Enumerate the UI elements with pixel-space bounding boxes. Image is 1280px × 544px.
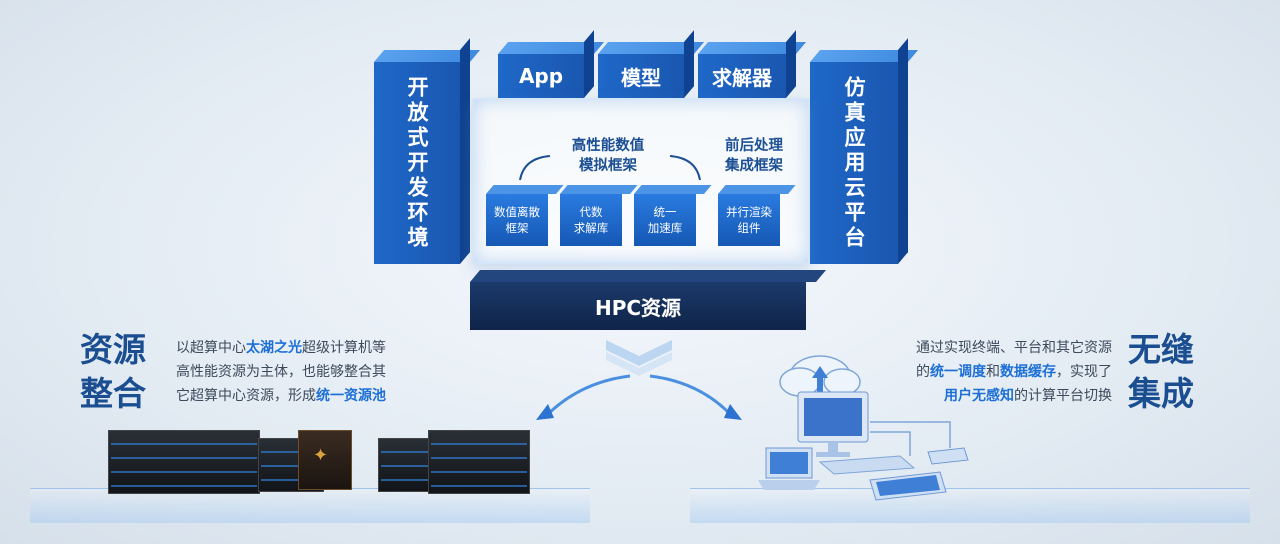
app-block: App bbox=[498, 30, 605, 98]
post-label-line1: 前后处理 bbox=[725, 138, 783, 154]
right-title-line1: 无缝 bbox=[1128, 330, 1194, 369]
left-pillar-label: 开放式开发环境 bbox=[405, 75, 429, 251]
c3-l1: 并行渲染 bbox=[726, 205, 772, 219]
split-arrows-icon bbox=[536, 374, 742, 420]
left-description: 以超算中心太湖之光超级计算机等 高性能资源为主体，也能够整合其 它超算中心资源，… bbox=[176, 336, 456, 408]
right-l2b: 和 bbox=[986, 364, 1000, 380]
sim-label-line1: 高性能数值 bbox=[571, 138, 645, 154]
left-title-line2: 整合 bbox=[80, 374, 146, 413]
supercomputer-icon: ✦ bbox=[108, 428, 530, 494]
app-block-label: App bbox=[518, 64, 564, 88]
left-pillar: 开放式开发环境 bbox=[374, 38, 481, 265]
right-pillar: 仿真应用云平台 bbox=[810, 38, 919, 265]
right-section-title: 无缝 集成 bbox=[1128, 328, 1194, 416]
right-l2-highlight2: 数据缓存 bbox=[1000, 364, 1056, 380]
sim-label-line2: 模拟框架 bbox=[579, 158, 637, 174]
component-render: 并行渲染组件 bbox=[718, 185, 796, 246]
hpc-label: HPC资源 bbox=[594, 295, 682, 320]
chevron-down-icon bbox=[606, 340, 672, 376]
right-platform bbox=[690, 488, 1250, 523]
right-description: 通过实现终端、平台和其它资源 的统一调度和数据缓存，实现了 用户无感知的计算平台… bbox=[856, 336, 1112, 408]
component-discrete: 数值离散框架 bbox=[486, 185, 564, 246]
c0-l1: 数值离散 bbox=[494, 205, 540, 219]
component-accel: 统一加速库 bbox=[634, 185, 712, 246]
left-l1a: 以超算中心 bbox=[176, 340, 246, 356]
left-l1b: 超级计算机等 bbox=[302, 340, 386, 356]
left-l3a: 它超算中心资源，形成 bbox=[176, 388, 316, 404]
right-l2c: ，实现了 bbox=[1056, 364, 1112, 380]
right-pillar-label: 仿真应用云平台 bbox=[842, 75, 866, 251]
c1-l2: 求解库 bbox=[573, 221, 609, 235]
post-label-line2: 集成框架 bbox=[725, 158, 783, 174]
left-l3-highlight: 统一资源池 bbox=[316, 388, 386, 404]
model-block: 模型 bbox=[598, 30, 705, 98]
solver-block-label: 求解器 bbox=[712, 65, 772, 90]
right-l3-highlight: 用户无感知 bbox=[944, 388, 1014, 404]
c0-l2: 框架 bbox=[505, 221, 529, 235]
solver-block: 求解器 bbox=[698, 30, 807, 98]
right-l2a: 的 bbox=[916, 364, 930, 380]
bracket-arc bbox=[519, 155, 701, 181]
c2-l2: 加速库 bbox=[647, 221, 683, 235]
component-algebra: 代数求解库 bbox=[560, 185, 638, 246]
left-l2: 高性能资源为主体，也能够整合其 bbox=[176, 364, 386, 380]
model-block-label: 模型 bbox=[621, 65, 661, 90]
left-l1-highlight: 太湖之光 bbox=[246, 340, 302, 356]
c3-l2: 组件 bbox=[737, 221, 761, 235]
right-l3b: 的计算平台切换 bbox=[1014, 388, 1112, 404]
right-l1: 通过实现终端、平台和其它资源 bbox=[916, 340, 1112, 356]
c1-l1: 代数 bbox=[579, 205, 603, 219]
left-section-title: 资源 整合 bbox=[80, 328, 146, 416]
post-framework-label: 前后处理 集成框架 bbox=[704, 136, 804, 176]
right-l2-highlight1: 统一调度 bbox=[930, 364, 986, 380]
hpc-block: HPC资源 bbox=[470, 270, 827, 330]
left-title-line1: 资源 bbox=[80, 330, 146, 369]
c2-l1: 统一 bbox=[653, 205, 677, 219]
sim-framework-label: 高性能数值 模拟框架 bbox=[548, 136, 668, 176]
right-title-line2: 集成 bbox=[1128, 374, 1194, 413]
cloud-devices-icon bbox=[758, 355, 969, 501]
